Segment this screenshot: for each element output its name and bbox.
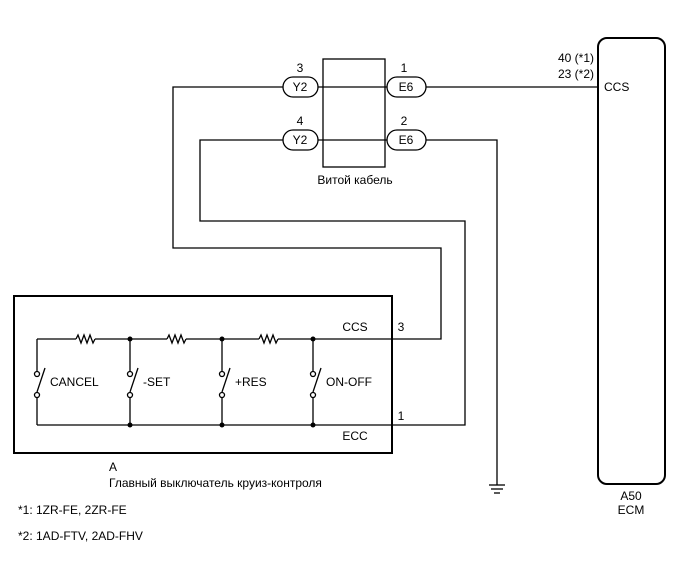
resistor-1: [75, 333, 96, 345]
ecm-terminal-ccs: CCS: [604, 80, 629, 94]
ground-icon: [489, 484, 505, 494]
contact-label-cancel: CANCEL: [50, 375, 99, 389]
svg-text:Y2: Y2: [293, 80, 308, 94]
spiral-cable-box: [322, 58, 386, 168]
cruise-switch-box: [13, 295, 393, 454]
switch-ecc-label: ECC: [342, 429, 368, 443]
spiral-cable-label: Витой кабель: [317, 173, 392, 187]
wire-ccs-to-switch: [172, 86, 442, 340]
svg-text:E6: E6: [399, 80, 414, 94]
ecm-code: A50: [620, 489, 642, 503]
switch-ccs-pin: 3: [398, 320, 405, 334]
switch-name: Главный выключатель круиз-контроля: [109, 476, 322, 490]
pin-number: 3: [297, 61, 304, 75]
svg-text:E6: E6: [399, 133, 414, 147]
resistor-3: [258, 333, 279, 345]
note-1: *1: 1ZR-FE, 2ZR-FE: [18, 503, 127, 517]
contact-label-on-off: ON-OFF: [326, 375, 372, 389]
contact-label-res: +RES: [235, 375, 267, 389]
wire-ecc-to-switch: [199, 139, 466, 426]
wire-to-ground: [426, 139, 498, 485]
ecm-name: ECM: [618, 503, 645, 517]
switch-contact-on-off: [309, 339, 322, 425]
connector-e6-upper: E6 1: [386, 61, 427, 98]
contact-label-set: -SET: [143, 375, 171, 389]
switch-ecc-pin: 1: [398, 409, 405, 423]
switch-contact-set: [126, 339, 139, 425]
resistor-2: [166, 333, 187, 345]
svg-text:Y2: Y2: [293, 133, 308, 147]
connector-y2-upper: Y2 3: [282, 61, 319, 98]
pin-number: 2: [401, 114, 408, 128]
pin-number: 4: [297, 114, 304, 128]
switch-code: A: [109, 460, 117, 474]
pin-number: 1: [401, 61, 408, 75]
switch-ccs-label: CCS: [342, 320, 367, 334]
switch-contact-res: [218, 339, 231, 425]
ecm-pin-line1: 40 (*1): [558, 51, 594, 65]
switch-contact-cancel: [33, 339, 46, 425]
resistor-ladder: [37, 333, 392, 345]
ecm-box: [597, 37, 666, 485]
connector-e6-lower: E6 2: [386, 114, 427, 151]
connector-y2-lower: Y2 4: [282, 114, 319, 151]
note-2: *2: 1AD-FTV, 2AD-FHV: [18, 529, 143, 543]
ecm-pin-line2: 23 (*2): [558, 67, 594, 81]
